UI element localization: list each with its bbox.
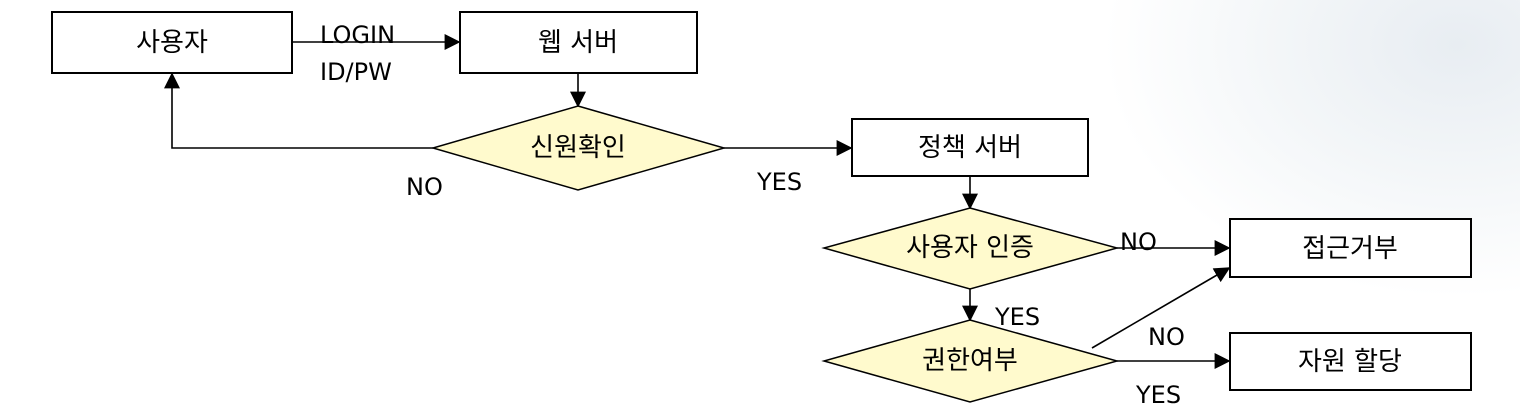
node-authority-check-label: 권한여부 bbox=[922, 346, 1018, 376]
edge-identity-no-to-user bbox=[164, 72, 433, 149]
edge-label-auth-yes: YES bbox=[994, 303, 1040, 331]
edge-label-identity-no: NO bbox=[406, 173, 443, 201]
node-webserver-box bbox=[459, 11, 698, 74]
edge-label-identity-yes: YES bbox=[756, 168, 802, 196]
edge-authority-no-to-denied bbox=[1091, 267, 1231, 349]
node-access-denied-label: 접근거부 bbox=[1302, 234, 1398, 264]
edge-label-authority-no: NO bbox=[1148, 323, 1185, 351]
node-identity-check-diamond bbox=[430, 105, 727, 191]
node-access-denied-box bbox=[1229, 218, 1472, 278]
node-policy-server-box bbox=[851, 118, 1089, 177]
edge-label-authority-yes: YES bbox=[1135, 381, 1181, 407]
node-user-auth-label: 사용자 인증 bbox=[906, 233, 1034, 263]
edge-label-login: LOGIN bbox=[320, 21, 395, 49]
node-identity-check-label: 신원확인 bbox=[530, 133, 626, 163]
node-user-auth-diamond bbox=[821, 207, 1120, 290]
edge-label-auth-no: NO bbox=[1120, 228, 1157, 256]
node-authority-check-diamond bbox=[821, 319, 1120, 403]
node-webserver-label: 웹 서버 bbox=[538, 28, 618, 58]
node-policy-server-label: 정책 서버 bbox=[918, 133, 1022, 163]
node-resource-alloc-box bbox=[1229, 332, 1472, 391]
node-resource-alloc-label: 자원 할당 bbox=[1298, 347, 1402, 377]
node-user-label: 사용자 bbox=[136, 28, 208, 58]
edge-label-id-pw: ID/PW bbox=[320, 58, 392, 86]
node-user-box bbox=[51, 11, 293, 74]
